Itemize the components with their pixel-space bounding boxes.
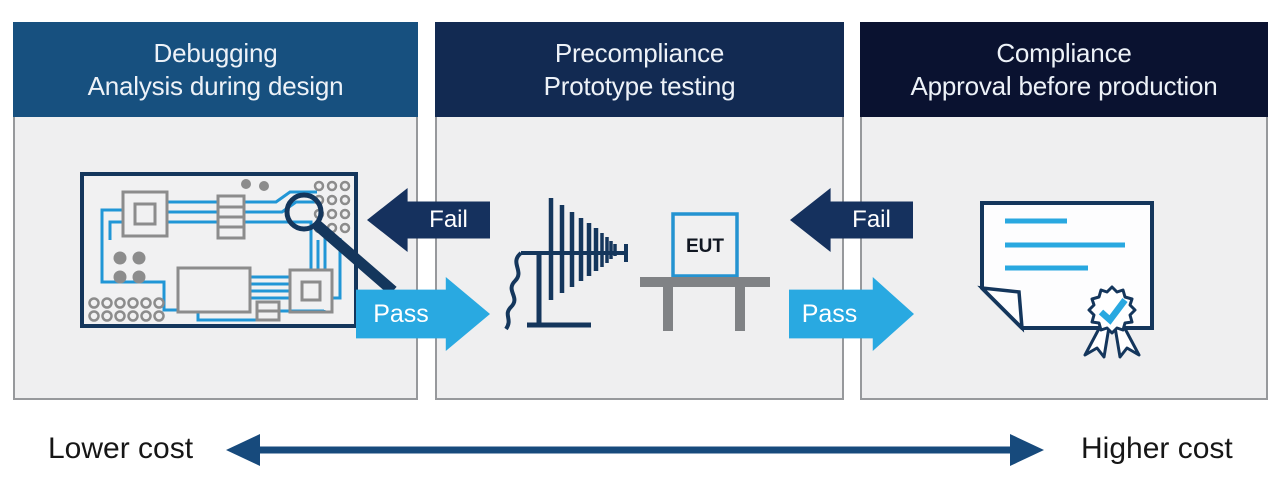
eut-label: EUT (686, 236, 724, 257)
panel-debugging-header: Debugging Analysis during design (13, 22, 418, 117)
fail-arrow-label: Fail (429, 206, 468, 233)
circuit-board-with-magnifier-icon (80, 172, 397, 328)
lower-cost-label: Lower cost (48, 432, 194, 465)
panel-precompliance: Precompliance Prototype testing (435, 22, 844, 400)
higher-cost-label: Higher cost (1081, 432, 1233, 465)
pass-arrow-label: Pass (373, 299, 429, 328)
panel-precompliance-header: Precompliance Prototype testing (435, 22, 844, 117)
panel-compliance-subtitle: Approval before production (910, 70, 1218, 101)
cost-range-double-arrow (226, 434, 1044, 466)
eut-on-table-icon: EUT (640, 212, 770, 331)
panel-debugging-title: Debugging (153, 37, 278, 68)
certificate-with-checkmark-ribbon-icon (977, 201, 1154, 359)
panel-precompliance-title: Precompliance (554, 37, 725, 68)
rosette-badge (1083, 285, 1141, 359)
panel-compliance-header: Compliance Approval before production (860, 22, 1268, 117)
panel-debugging-subtitle: Analysis during design (87, 70, 344, 101)
checkmark-icon (1098, 298, 1128, 325)
fail-arrow-label: Fail (852, 206, 891, 233)
certificate-text-lines (1005, 218, 1125, 271)
log-periodic-antenna-icon (504, 198, 628, 331)
panel-compliance-title: Compliance (996, 37, 1132, 68)
eut-box (671, 212, 739, 278)
pcb-components (121, 190, 334, 322)
pass-arrow-label: Pass (801, 299, 858, 328)
magnifier-icon (284, 192, 397, 296)
page-fold-corner (977, 285, 1025, 333)
test-table (640, 277, 770, 331)
panel-precompliance-body (435, 117, 844, 400)
panel-precompliance-subtitle: Prototype testing (543, 70, 736, 101)
pcb-pads (113, 179, 269, 284)
